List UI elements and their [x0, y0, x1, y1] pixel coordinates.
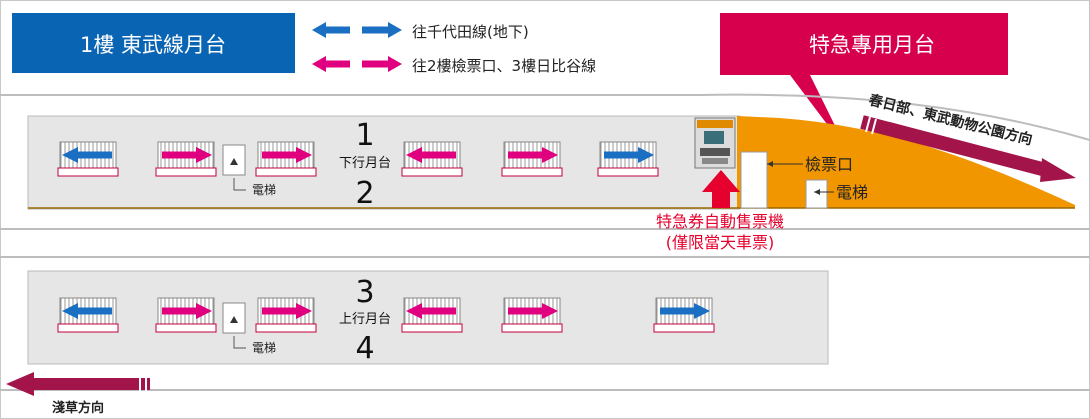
ticket-machine-arrow: [702, 170, 740, 208]
legend-pink-arrow-icon: [312, 56, 402, 72]
ticket-machine-line2: (僅限當天車票): [666, 233, 775, 252]
legend-blue-arrow-icon: [312, 22, 402, 38]
elevator-label: 電梯: [252, 183, 276, 197]
title-box: [12, 13, 295, 73]
express-elevator: [805, 179, 828, 209]
stair-blue-right-icon: [597, 141, 659, 177]
gate-box: [740, 151, 768, 209]
gate-label: 檢票口: [805, 155, 853, 174]
stair-pink-right-icon: [255, 297, 317, 333]
direction-up-arrow-icon: [860, 115, 1076, 182]
legend-pink-label: 往2樓檢票口、3樓日比谷線: [412, 57, 596, 75]
stair-blue-right-icon: [653, 297, 715, 333]
platform-b-name: 上行月台: [339, 312, 391, 327]
direction-down-label: 淺草方向: [52, 400, 104, 416]
express-box: [720, 13, 1008, 152]
stair-pink-right-icon: [155, 297, 217, 333]
stair-pink-right-icon: [255, 141, 317, 177]
express-label: 特急專用月台: [809, 33, 935, 57]
elevator-label: 電梯: [252, 341, 276, 355]
stair-pink-left-icon: [401, 141, 463, 177]
title-label: 1樓 東武線月台: [80, 33, 226, 57]
platform-a-name: 下行月台: [339, 156, 391, 171]
ticket-machine-icon: [694, 117, 736, 169]
stair-pink-right-icon: [501, 297, 563, 333]
stair-blue-left-icon: [57, 141, 119, 177]
express-elevator-label: 電梯: [836, 183, 868, 202]
track-1: 1: [355, 118, 374, 153]
stair-pink-right-icon: [155, 141, 217, 177]
stair-pink-right-icon: [501, 141, 563, 177]
track-4: 4: [355, 331, 374, 366]
stair-blue-left-icon: [57, 297, 119, 333]
legend-blue-label: 往千代田線(地下): [412, 23, 529, 41]
stair-pink-left-icon: [401, 297, 463, 333]
track-line: [699, 93, 1090, 141]
ticket-machine-line1: 特急券自動售票機: [656, 212, 784, 231]
track-2: 2: [355, 176, 374, 211]
track-3: 3: [355, 275, 374, 310]
direction-down-arrow-icon: [6, 372, 150, 396]
